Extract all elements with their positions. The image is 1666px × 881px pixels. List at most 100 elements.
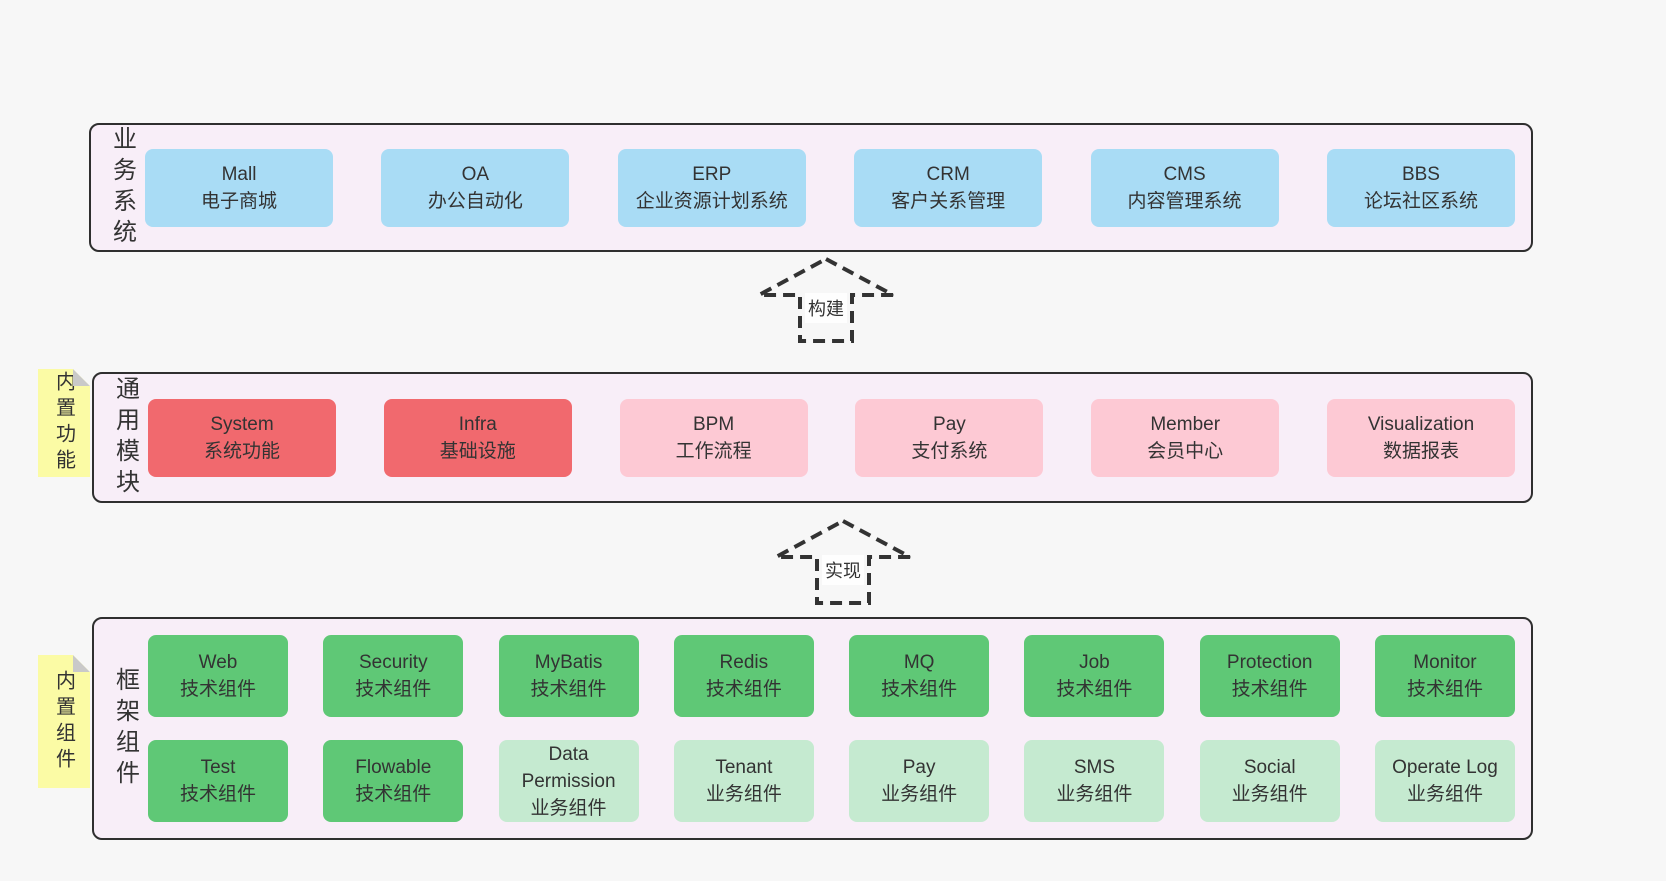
box-crm: CRM 客户关系管理 xyxy=(854,148,1043,227)
box-title: System xyxy=(210,413,274,435)
box-subtitle: 客户关系管理 xyxy=(891,190,1006,212)
box-oa: OA 办公自动化 xyxy=(381,148,570,227)
layer-label-column: 框架组件 xyxy=(102,619,148,838)
box-title: Test xyxy=(200,757,236,778)
box-subtitle: 业务组件 xyxy=(530,797,607,819)
box-subtitle: 技术组件 xyxy=(1056,679,1133,700)
box-title: Operate Log xyxy=(1392,757,1498,778)
box-erp: ERP 企业资源计划系统 xyxy=(617,148,806,227)
box-title: Redis xyxy=(719,652,769,673)
layer-common-modules: 通用模块 System 系统功能 Infra 基础设施 BPM 工作流程 Pay… xyxy=(92,372,1533,503)
implement-arrow: 实现 xyxy=(773,518,913,606)
business-box-row: Mall 电子商城 OA 办公自动化 ERP 企业资源计划系统 CRM 客户关系… xyxy=(145,148,1515,227)
components-box-row-2: Test 技术组件 Flowable 技术组件 Data Permission … xyxy=(148,740,1515,822)
box-title: Security xyxy=(358,652,428,673)
box-title: ERP xyxy=(692,163,732,185)
box-title: Pay xyxy=(902,757,936,778)
layer-label-column: 通用模块 xyxy=(102,374,148,501)
box-title: Infra xyxy=(458,413,497,435)
box-title: MQ xyxy=(903,652,935,673)
components-box-row-1: Web 技术组件 Security 技术组件 MyBatis 技术组件 Redi… xyxy=(148,635,1515,717)
box-test: Test 技术组件 xyxy=(148,740,288,822)
box-title: CRM xyxy=(926,163,970,185)
box-security: Security 技术组件 xyxy=(323,635,464,717)
box-title: SMS xyxy=(1073,757,1115,778)
box-subtitle: 技术组件 xyxy=(1406,679,1483,700)
modules-box-row: System 系统功能 Infra 基础设施 BPM 工作流程 Pay 支付系统… xyxy=(148,398,1515,477)
up-arrow-icon xyxy=(758,256,894,343)
box-title: Tenant xyxy=(715,757,773,778)
box-subtitle: 数据报表 xyxy=(1382,440,1459,462)
box-subtitle: 业务组件 xyxy=(1406,784,1483,805)
box-title: Protection xyxy=(1226,652,1313,673)
box-pay-component: Pay 业务组件 xyxy=(849,740,990,822)
box-title: Social xyxy=(1243,757,1296,778)
box-subtitle: 基础设施 xyxy=(439,440,516,462)
layer-business-systems: 业务系统 Mall 电子商城 OA 办公自动化 ERP 企业资源计划系统 CRM… xyxy=(89,123,1533,252)
box-system: System 系统功能 xyxy=(148,398,336,477)
box-title: Data Permission xyxy=(521,743,616,792)
box-subtitle: 技术组件 xyxy=(530,679,607,700)
box-subtitle: 企业资源计划系统 xyxy=(635,190,788,212)
folded-corner-icon xyxy=(73,655,90,672)
build-arrow: 构建 xyxy=(756,256,896,344)
box-subtitle: 论坛社区系统 xyxy=(1363,190,1478,212)
arrow-label-build: 构建 xyxy=(805,293,847,323)
box-title: Monitor xyxy=(1413,652,1477,673)
box-flowable: Flowable 技术组件 xyxy=(323,740,464,822)
box-monitor: Monitor 技术组件 xyxy=(1374,635,1515,717)
box-subtitle: 技术组件 xyxy=(179,784,256,805)
box-bbs: BBS 论坛社区系统 xyxy=(1326,148,1515,227)
box-subtitle: 系统功能 xyxy=(203,440,280,462)
box-operate-log: Operate Log 业务组件 xyxy=(1374,740,1515,822)
box-title: Pay xyxy=(933,413,966,435)
box-title: Web xyxy=(198,652,238,673)
box-subtitle: 技术组件 xyxy=(355,784,432,805)
box-infra: Infra 基础设施 xyxy=(383,398,572,477)
arrow-label-implement: 实现 xyxy=(822,555,864,585)
box-subtitle: 技术组件 xyxy=(881,679,958,700)
layer-label-components: 框架组件 xyxy=(111,666,139,791)
box-title: Visualization xyxy=(1367,413,1475,435)
box-job: Job 技术组件 xyxy=(1024,635,1165,717)
box-cms: CMS 内容管理系统 xyxy=(1090,148,1279,227)
box-title: BBS xyxy=(1401,163,1440,185)
note-built-in-features: 内置功能 xyxy=(38,369,90,477)
box-subtitle: 业务组件 xyxy=(881,784,958,805)
box-title: BPM xyxy=(693,413,735,435)
box-mq: MQ 技术组件 xyxy=(849,635,990,717)
box-subtitle: 技术组件 xyxy=(1231,679,1308,700)
box-subtitle: 业务组件 xyxy=(1231,784,1308,805)
box-bpm: BPM 工作流程 xyxy=(619,398,808,477)
box-subtitle: 工作流程 xyxy=(675,440,752,462)
folded-corner-icon xyxy=(73,369,90,386)
box-tenant: Tenant 业务组件 xyxy=(673,740,814,822)
box-title: Member xyxy=(1150,413,1221,435)
note-text: 内置功能 xyxy=(52,371,75,475)
box-title: Job xyxy=(1079,652,1110,673)
box-redis: Redis 技术组件 xyxy=(673,635,814,717)
box-title: CMS xyxy=(1163,163,1206,185)
box-subtitle: 技术组件 xyxy=(179,679,256,700)
box-subtitle: 会员中心 xyxy=(1147,440,1224,462)
box-mall: Mall 电子商城 xyxy=(145,148,333,227)
layer-label-modules: 通用模块 xyxy=(111,375,139,500)
box-title: Flowable xyxy=(355,757,432,778)
box-title: OA xyxy=(461,163,490,185)
box-subtitle: 技术组件 xyxy=(705,679,782,700)
box-pay-module: Pay 支付系统 xyxy=(855,398,1044,477)
box-subtitle: 业务组件 xyxy=(705,784,782,805)
box-social: Social 业务组件 xyxy=(1199,740,1340,822)
box-subtitle: 电子商城 xyxy=(200,190,277,212)
box-subtitle: 支付系统 xyxy=(911,440,988,462)
components-rows: Web 技术组件 Security 技术组件 MyBatis 技术组件 Redi… xyxy=(148,635,1515,822)
box-title: MyBatis xyxy=(534,652,603,673)
layer-label-business: 业务系统 xyxy=(108,125,136,250)
layer-framework-components: 框架组件 Web 技术组件 Security 技术组件 MyBatis 技术组件… xyxy=(92,617,1533,840)
layer-label-column: 业务系统 xyxy=(99,125,145,250)
box-visualization: Visualization 数据报表 xyxy=(1326,398,1515,477)
box-protection: Protection 技术组件 xyxy=(1199,635,1340,717)
box-member: Member 会员中心 xyxy=(1091,398,1280,477)
box-subtitle: 业务组件 xyxy=(1056,784,1133,805)
